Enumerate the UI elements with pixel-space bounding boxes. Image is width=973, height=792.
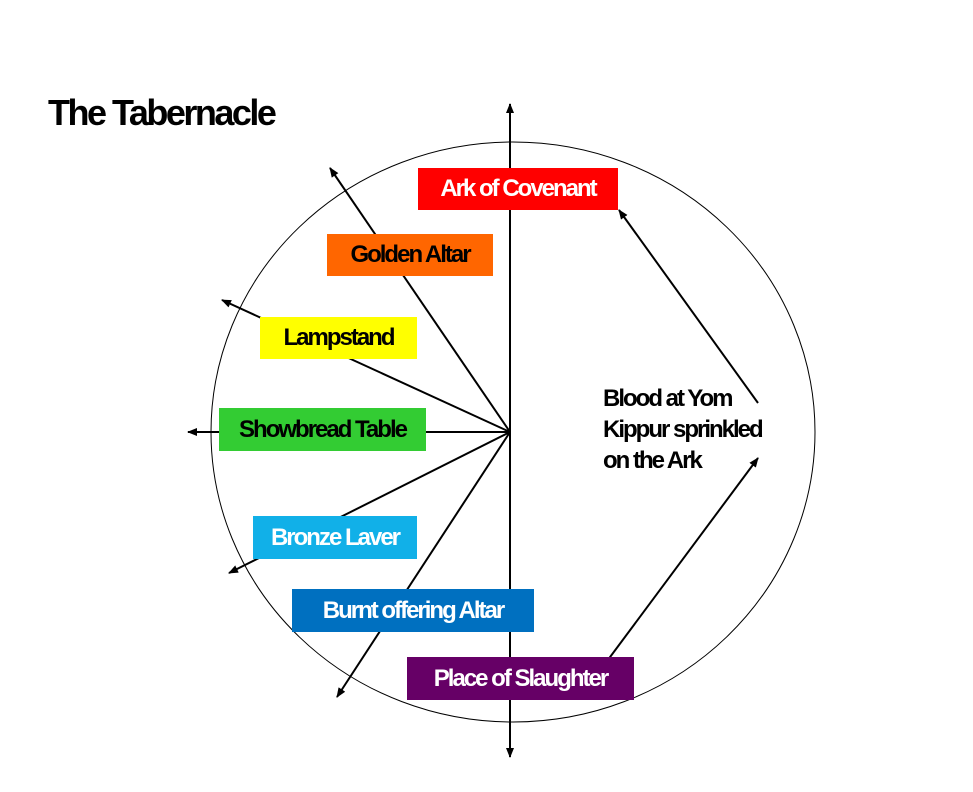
label-bronze-laver: Bronze Laver xyxy=(253,516,417,559)
label-place-of-slaughter: Place of Slaughter xyxy=(407,657,634,700)
label-ark-of-covenant: Ark of Covenant xyxy=(418,168,618,210)
page-title: The Tabernacle xyxy=(48,92,277,133)
label-showbread-table: Showbread Table xyxy=(219,408,426,451)
annotation-line: Blood at Yom xyxy=(603,385,733,412)
label-burnt-offering-altar: Burnt offering Altar xyxy=(292,589,534,632)
blood-arrow-from-slaughter xyxy=(592,457,759,681)
ray-to-burnt-offering-altar xyxy=(336,431,511,698)
annotation-line: Kippur sprinkled xyxy=(603,416,764,443)
blood-annotation: Blood at Yom Kippur sprinkled on the Ark xyxy=(603,383,764,476)
label-lampstand: Lampstand xyxy=(260,317,417,359)
label-golden-altar: Golden Altar xyxy=(327,234,493,276)
blood-arrow-up-to-ark xyxy=(618,209,759,404)
ray-to-golden-altar xyxy=(329,167,511,433)
annotation-line: on the Ark xyxy=(603,447,703,474)
